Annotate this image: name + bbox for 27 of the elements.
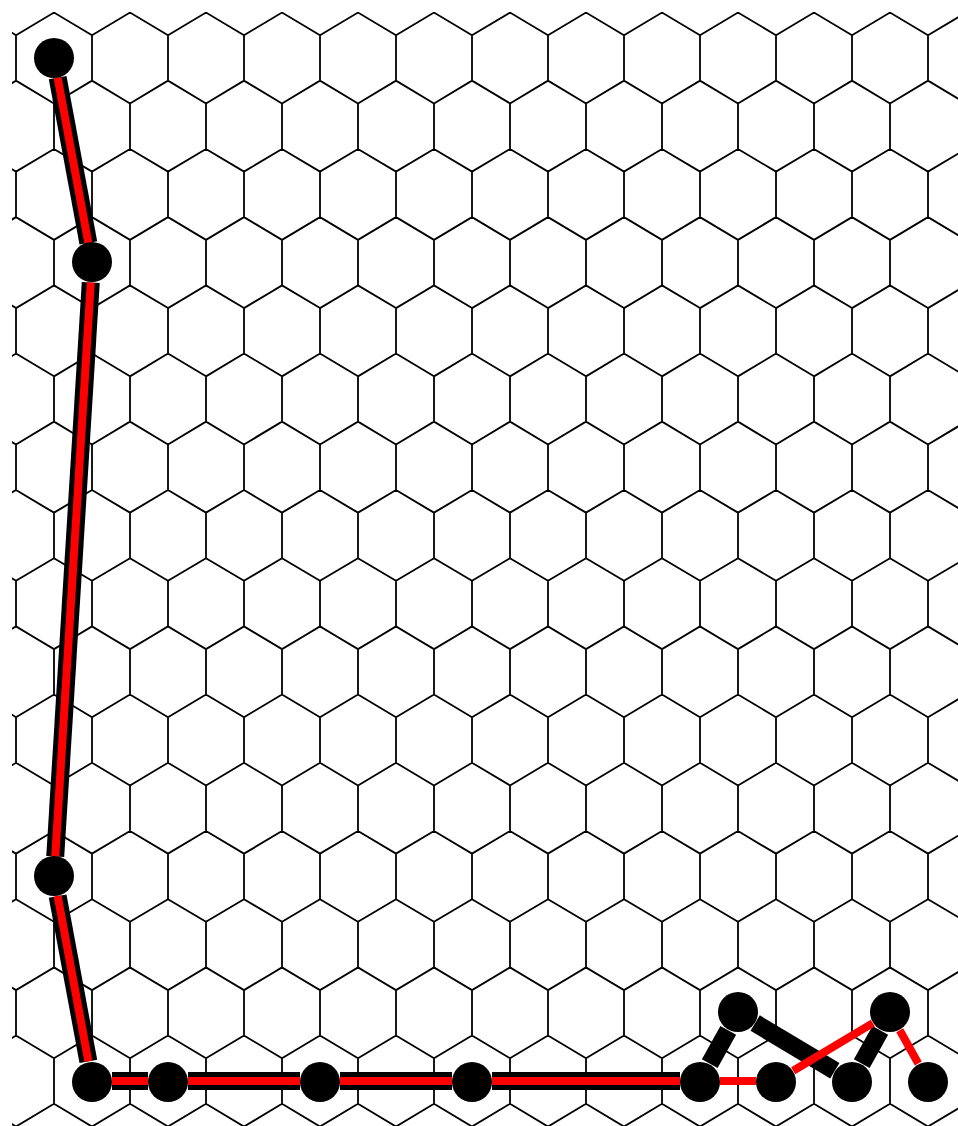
waypoint-dot [300, 1061, 340, 1101]
thick-line [188, 1072, 300, 1090]
path-line [188, 1077, 300, 1085]
thick-line [853, 1025, 889, 1068]
waypoint-dot [756, 1061, 796, 1101]
path-line [112, 1077, 148, 1085]
waypoint-dot [34, 856, 74, 897]
path-line [492, 1077, 680, 1085]
path-line [720, 1077, 756, 1085]
waypoint-dot [718, 992, 758, 1033]
waypoint-dot [832, 1061, 872, 1101]
thick-line [701, 1025, 737, 1068]
waypoint-dot [908, 1061, 948, 1101]
thick-line [112, 1072, 148, 1090]
path-line [340, 1077, 452, 1085]
thick-line [340, 1072, 452, 1090]
waypoint-dot [34, 38, 74, 78]
waypoint-dot [72, 242, 112, 283]
waypoint-dot [452, 1061, 492, 1101]
path-line [896, 1028, 922, 1066]
thick-line [492, 1072, 680, 1090]
waypoint-dot [148, 1061, 188, 1101]
waypoint-dot [72, 1061, 112, 1101]
path-line [791, 1019, 875, 1075]
waypoint-dot [680, 1061, 720, 1101]
waypoint-dot [870, 992, 910, 1033]
thick-line [750, 1015, 840, 1079]
